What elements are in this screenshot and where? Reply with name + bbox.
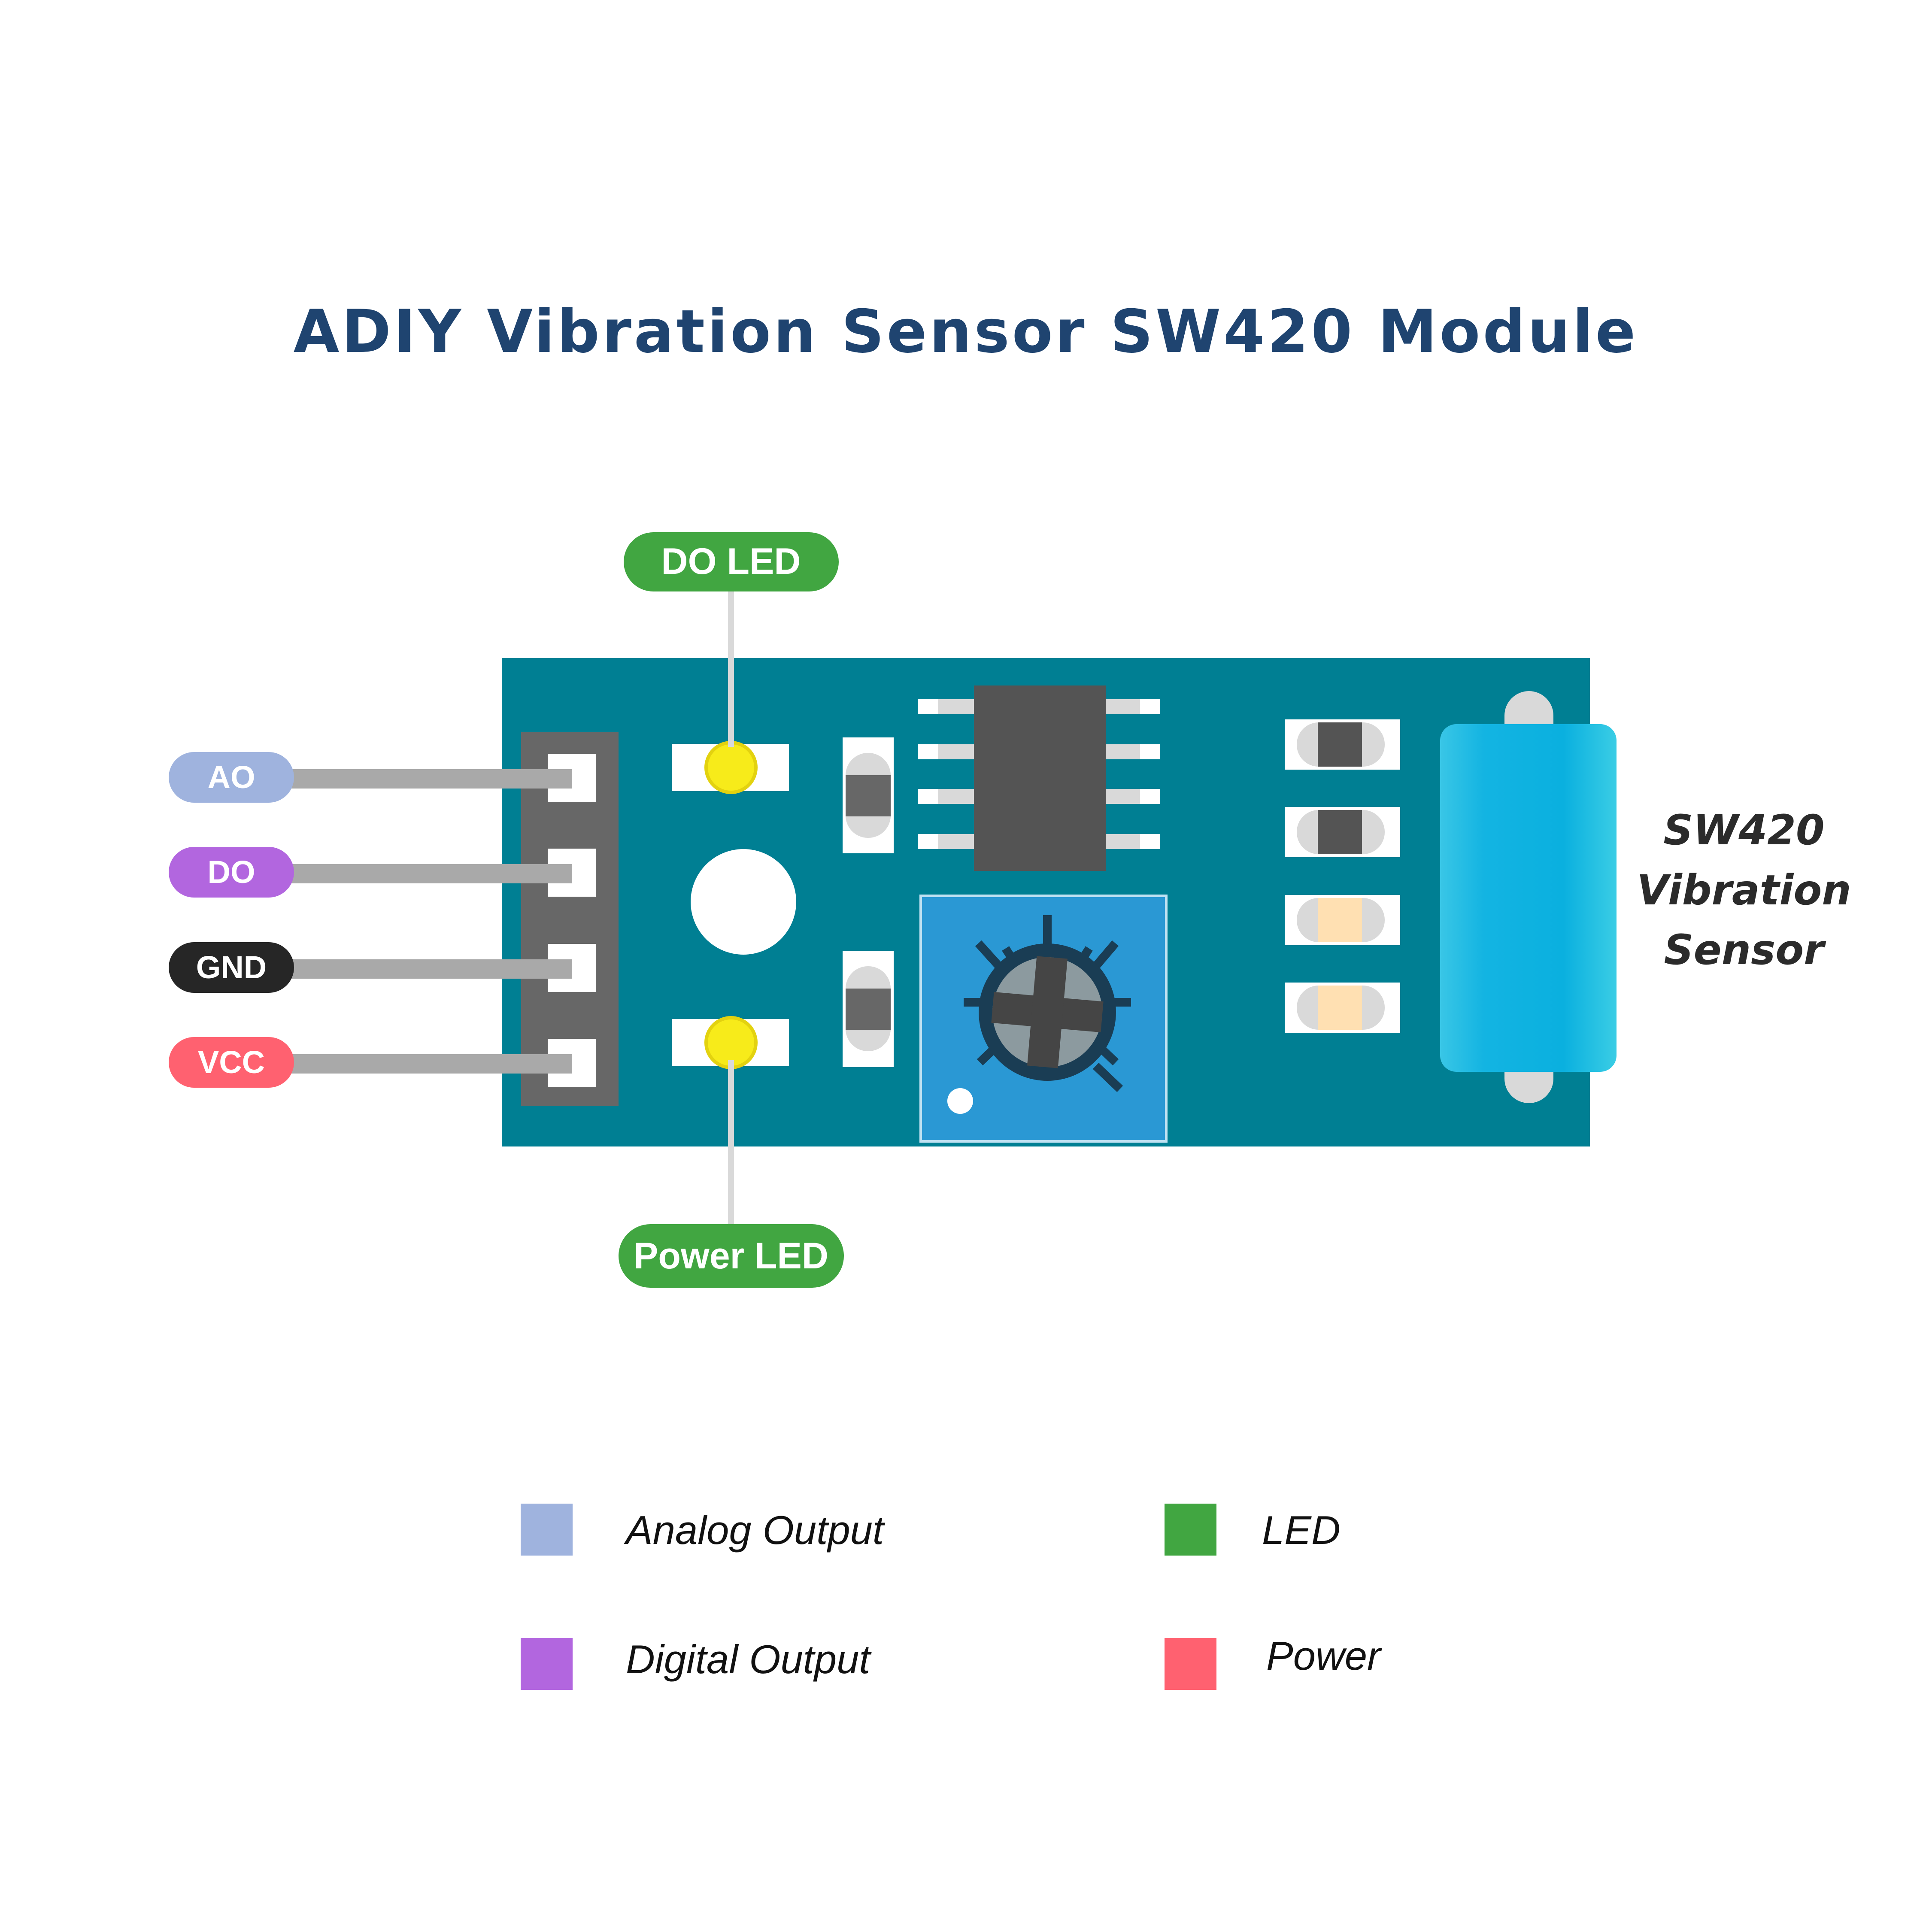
sensor-label-line2: Vibration <box>1637 866 1851 914</box>
potentiometer <box>919 895 1168 1143</box>
pin-lead-vcc <box>281 1054 572 1074</box>
legend-label: Analog Output <box>624 1507 886 1553</box>
comparator-chip <box>918 685 1160 871</box>
legend-item-power: Power <box>1165 1633 1382 1690</box>
legend-label: LED <box>1262 1507 1341 1553</box>
smd-resistor-lower <box>843 951 894 1067</box>
smd-resistor-upper <box>843 737 894 853</box>
legend-label: Digital Output <box>626 1637 872 1682</box>
mounting-hole <box>691 849 796 955</box>
adjust-screw-icon <box>991 956 1104 1068</box>
sensor-label-line3: Sensor <box>1664 926 1826 974</box>
power-led-callout-label: Power LED <box>634 1235 828 1277</box>
pin-lead-do <box>281 864 572 883</box>
power-led-callout: Power LED <box>619 1224 844 1288</box>
pin-lead-gnd <box>281 959 572 979</box>
smd-capacitor-1 <box>1285 895 1400 945</box>
potentiometer-dot <box>947 1088 973 1114</box>
do-led-callout-label: DO LED <box>661 541 801 582</box>
pin-ao-label: AO <box>208 759 255 795</box>
sw420-sensor <box>1440 691 1617 1103</box>
pin-vcc: VCC <box>169 1037 294 1088</box>
legend-item-led: LED <box>1165 1504 1341 1556</box>
legend-swatch <box>521 1638 573 1690</box>
page-title: ADIY Vibration Sensor SW420 Module <box>294 297 1638 366</box>
do-led-callout: DO LED <box>624 532 839 591</box>
pin-do: DO <box>169 847 294 898</box>
legend-label: Power <box>1266 1633 1382 1678</box>
legend-swatch <box>521 1504 573 1556</box>
sensor-label-line1: SW420 <box>1663 806 1824 854</box>
legend-item-analog-output: Analog Output <box>521 1504 886 1556</box>
do-led <box>704 741 758 794</box>
legend-swatch <box>1165 1638 1216 1690</box>
legend: Analog Output LED Digital Output Power <box>521 1504 1382 1690</box>
pin-gnd: GND <box>169 942 294 993</box>
legend-item-digital-output: Digital Output <box>521 1637 872 1690</box>
pin-gnd-label: GND <box>196 949 267 985</box>
smd-resistor-1 <box>1285 719 1400 770</box>
smd-capacitor-2 <box>1285 983 1400 1033</box>
pin-do-label: DO <box>208 854 255 890</box>
smd-resistor-2 <box>1285 807 1400 857</box>
power-led <box>704 1016 758 1069</box>
pin-lead-ao <box>281 769 572 789</box>
pin-vcc-label: VCC <box>198 1044 265 1080</box>
sensor-label: SW420 Vibration Sensor <box>1637 806 1851 974</box>
legend-swatch <box>1165 1504 1216 1556</box>
pin-ao: AO <box>169 752 294 803</box>
